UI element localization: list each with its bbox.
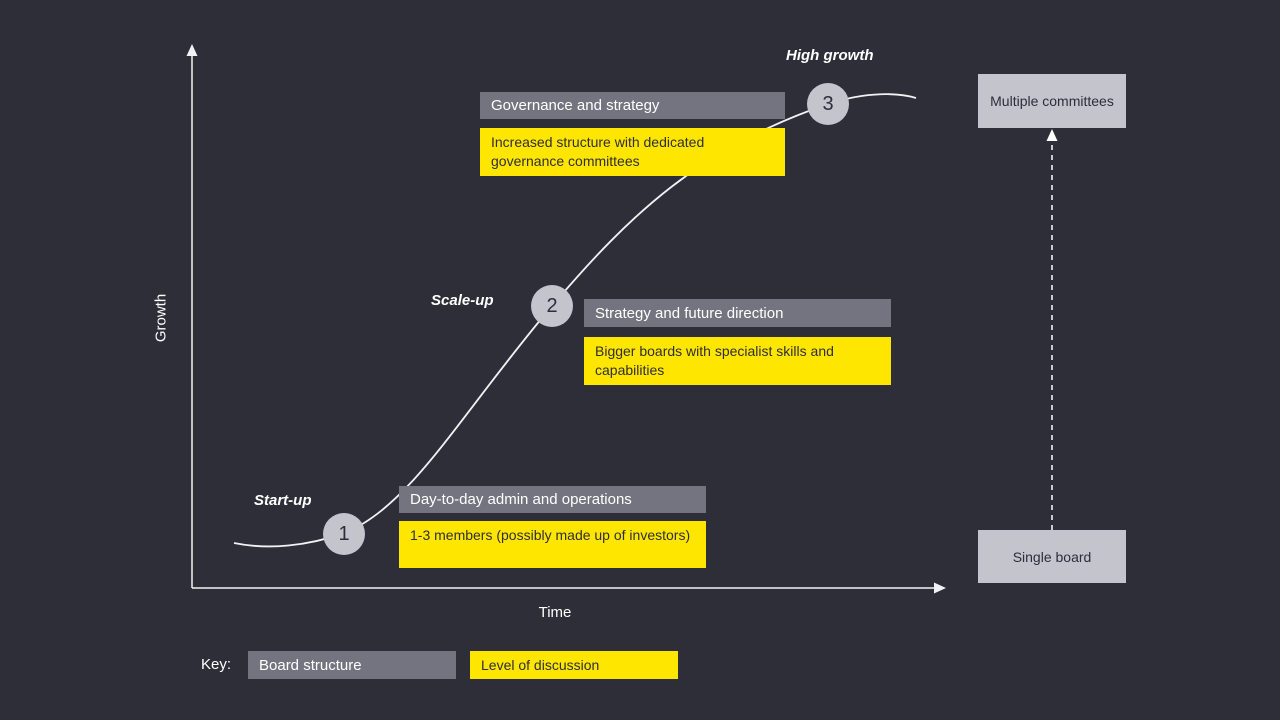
stage-label-startup: Start-up [254,492,312,509]
key-label: Key: [201,656,232,673]
stage-marker-2: 2 [531,285,573,327]
x-axis-arrow-icon [934,582,946,594]
board-structure-box-1: Day-to-day admin and operations [399,486,706,513]
level-of-discussion-text: Increased structure with dedicated gover… [491,134,705,169]
level-of-discussion-box-1: 1-3 members (possibly made up of investo… [399,521,706,568]
stage-label-highgrowth: High growth [786,47,874,64]
board-structure-text: Governance and strategy [491,97,660,114]
scale-arrow-icon [1046,129,1058,141]
board-structure-box-3: Governance and strategy [480,92,785,119]
level-of-discussion-box-2: Bigger boards with specialist skills and… [584,337,891,385]
single-board-box: Single board [978,530,1126,583]
x-axis-label: Time [538,604,572,621]
stage-label-scaleup: Scale-up [431,292,494,309]
stage-number: 1 [338,522,350,545]
multiple-committees-text: Multiple committees [990,93,1114,109]
y-axis-arrow-icon [186,44,198,56]
multiple-committees-box: Multiple committees [978,74,1126,128]
stage-marker-3: 3 [807,83,849,125]
level-of-discussion-box-3: Increased structure with dedicated gover… [480,128,785,176]
board-structure-text: Strategy and future direction [595,304,784,322]
key-level-of-discussion-text: Level of discussion [481,656,600,673]
level-of-discussion-text: 1-3 members (possibly made up of investo… [410,527,691,543]
key-level-of-discussion-swatch: Level of discussion [470,651,678,679]
single-board-text: Single board [1012,548,1092,565]
board-structure-box-2: Strategy and future direction [584,299,891,327]
level-of-discussion-text: Bigger boards with specialist skills and… [595,343,834,378]
stage-number: 2 [546,294,558,317]
stage-marker-1: 1 [323,513,365,555]
board-structure-text: Day-to-day admin and operations [410,491,632,508]
key-board-structure-swatch: Board structure [248,651,456,679]
y-axis-label: Growth [152,293,170,343]
key-board-structure-text: Board structure [259,656,362,674]
stage-number: 3 [822,92,834,115]
